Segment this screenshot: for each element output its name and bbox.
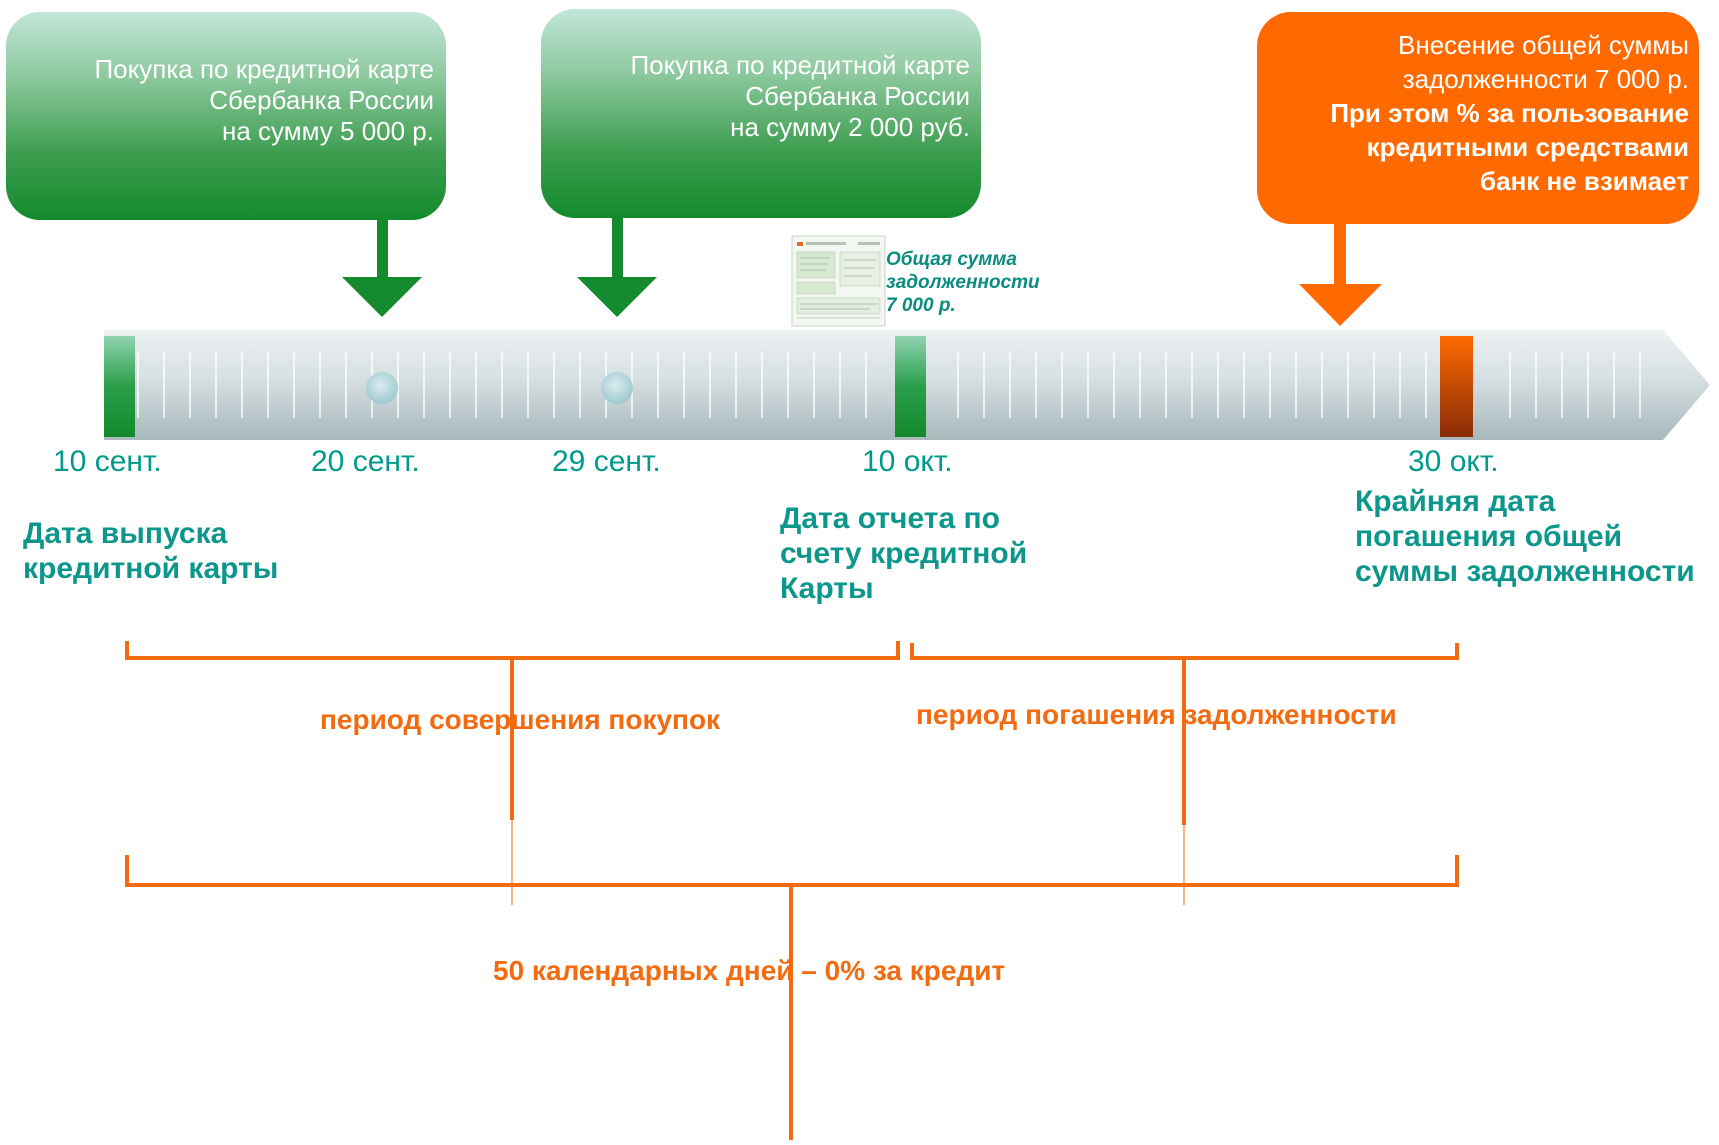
callout-purchase-1: Покупка по кредитной карте Сбербанка Рос… bbox=[6, 12, 446, 220]
milestone-line: Дата выпуска bbox=[23, 517, 228, 550]
milestone-issue-label: Дата выпуска кредитной карты bbox=[23, 516, 278, 586]
bracket-repayment bbox=[910, 643, 1459, 825]
marker-purchase-1 bbox=[366, 372, 398, 404]
milestone-deadline-label: Крайняя дата погашения общей суммы задол… bbox=[1355, 484, 1695, 589]
marker-deadline-date bbox=[1440, 336, 1473, 437]
callout-line: Сбербанка России bbox=[209, 85, 434, 115]
callout-line: задолженности 7 000 р. bbox=[1402, 64, 1689, 94]
callout-line: на сумму 2 000 руб. bbox=[730, 112, 970, 142]
period-total-label: 50 календарных дней – 0% за кредит bbox=[493, 955, 1006, 986]
milestone-line: Крайняя дата bbox=[1355, 485, 1556, 518]
bracket-purchases bbox=[125, 641, 900, 820]
arrow-payment bbox=[1299, 224, 1382, 326]
callout-purchase-2: Покупка по кредитной карте Сбербанка Рос… bbox=[541, 9, 981, 218]
note-line: Общая сумма bbox=[886, 249, 1017, 270]
milestone-line: Карты bbox=[780, 572, 874, 605]
date-label-oct-10: 10 окт. bbox=[862, 445, 953, 478]
marker-purchase-2 bbox=[601, 372, 633, 404]
arrow-purchase-2 bbox=[577, 218, 657, 317]
callout-line-bold: При этом % за пользование bbox=[1330, 98, 1689, 128]
callout-line: Внесение общей суммы bbox=[1398, 30, 1689, 60]
period-purchases-label: период совершения покупок bbox=[320, 704, 721, 735]
arrow-purchase-1 bbox=[342, 220, 422, 317]
statement-document-icon bbox=[791, 235, 886, 327]
milestone-line: кредитной карты bbox=[23, 552, 279, 585]
milestone-line: суммы задолженности bbox=[1355, 555, 1695, 588]
milestone-report-label: Дата отчета по счету кредитной Карты bbox=[780, 501, 1027, 606]
statement-total-note: Общая сумма задолженности 7 000 р. bbox=[886, 248, 1040, 317]
milestone-line: Дата отчета по bbox=[780, 502, 1000, 535]
callout-payment: Внесение общей суммы задолженности 7 000… bbox=[1257, 12, 1699, 224]
callout-line: Покупка по кредитной карте bbox=[94, 54, 434, 84]
callout-line: на сумму 5 000 р. bbox=[222, 116, 434, 146]
date-label-sep-29: 29 сент. bbox=[552, 445, 661, 478]
date-label-oct-30: 30 окт. bbox=[1408, 445, 1499, 478]
callout-line: Покупка по кредитной карте bbox=[630, 50, 970, 80]
note-line: задолженности bbox=[886, 272, 1040, 293]
date-label-sep-10: 10 сент. bbox=[53, 445, 162, 478]
milestone-line: счету кредитной bbox=[780, 537, 1028, 570]
date-label-sep-20: 20 сент. bbox=[311, 445, 420, 478]
callout-line: Сбербанка России bbox=[745, 81, 970, 111]
period-repayment-label: период погашения задолженности bbox=[916, 699, 1397, 730]
marker-issue-date bbox=[104, 336, 135, 437]
marker-report-date bbox=[895, 336, 926, 437]
milestone-line: погашения общей bbox=[1355, 520, 1623, 553]
callout-line-bold: кредитными средствами bbox=[1366, 132, 1689, 162]
bracket-total bbox=[125, 855, 1459, 1140]
callout-line-bold: банк не взимает bbox=[1480, 166, 1689, 196]
note-line: 7 000 р. bbox=[886, 295, 956, 316]
